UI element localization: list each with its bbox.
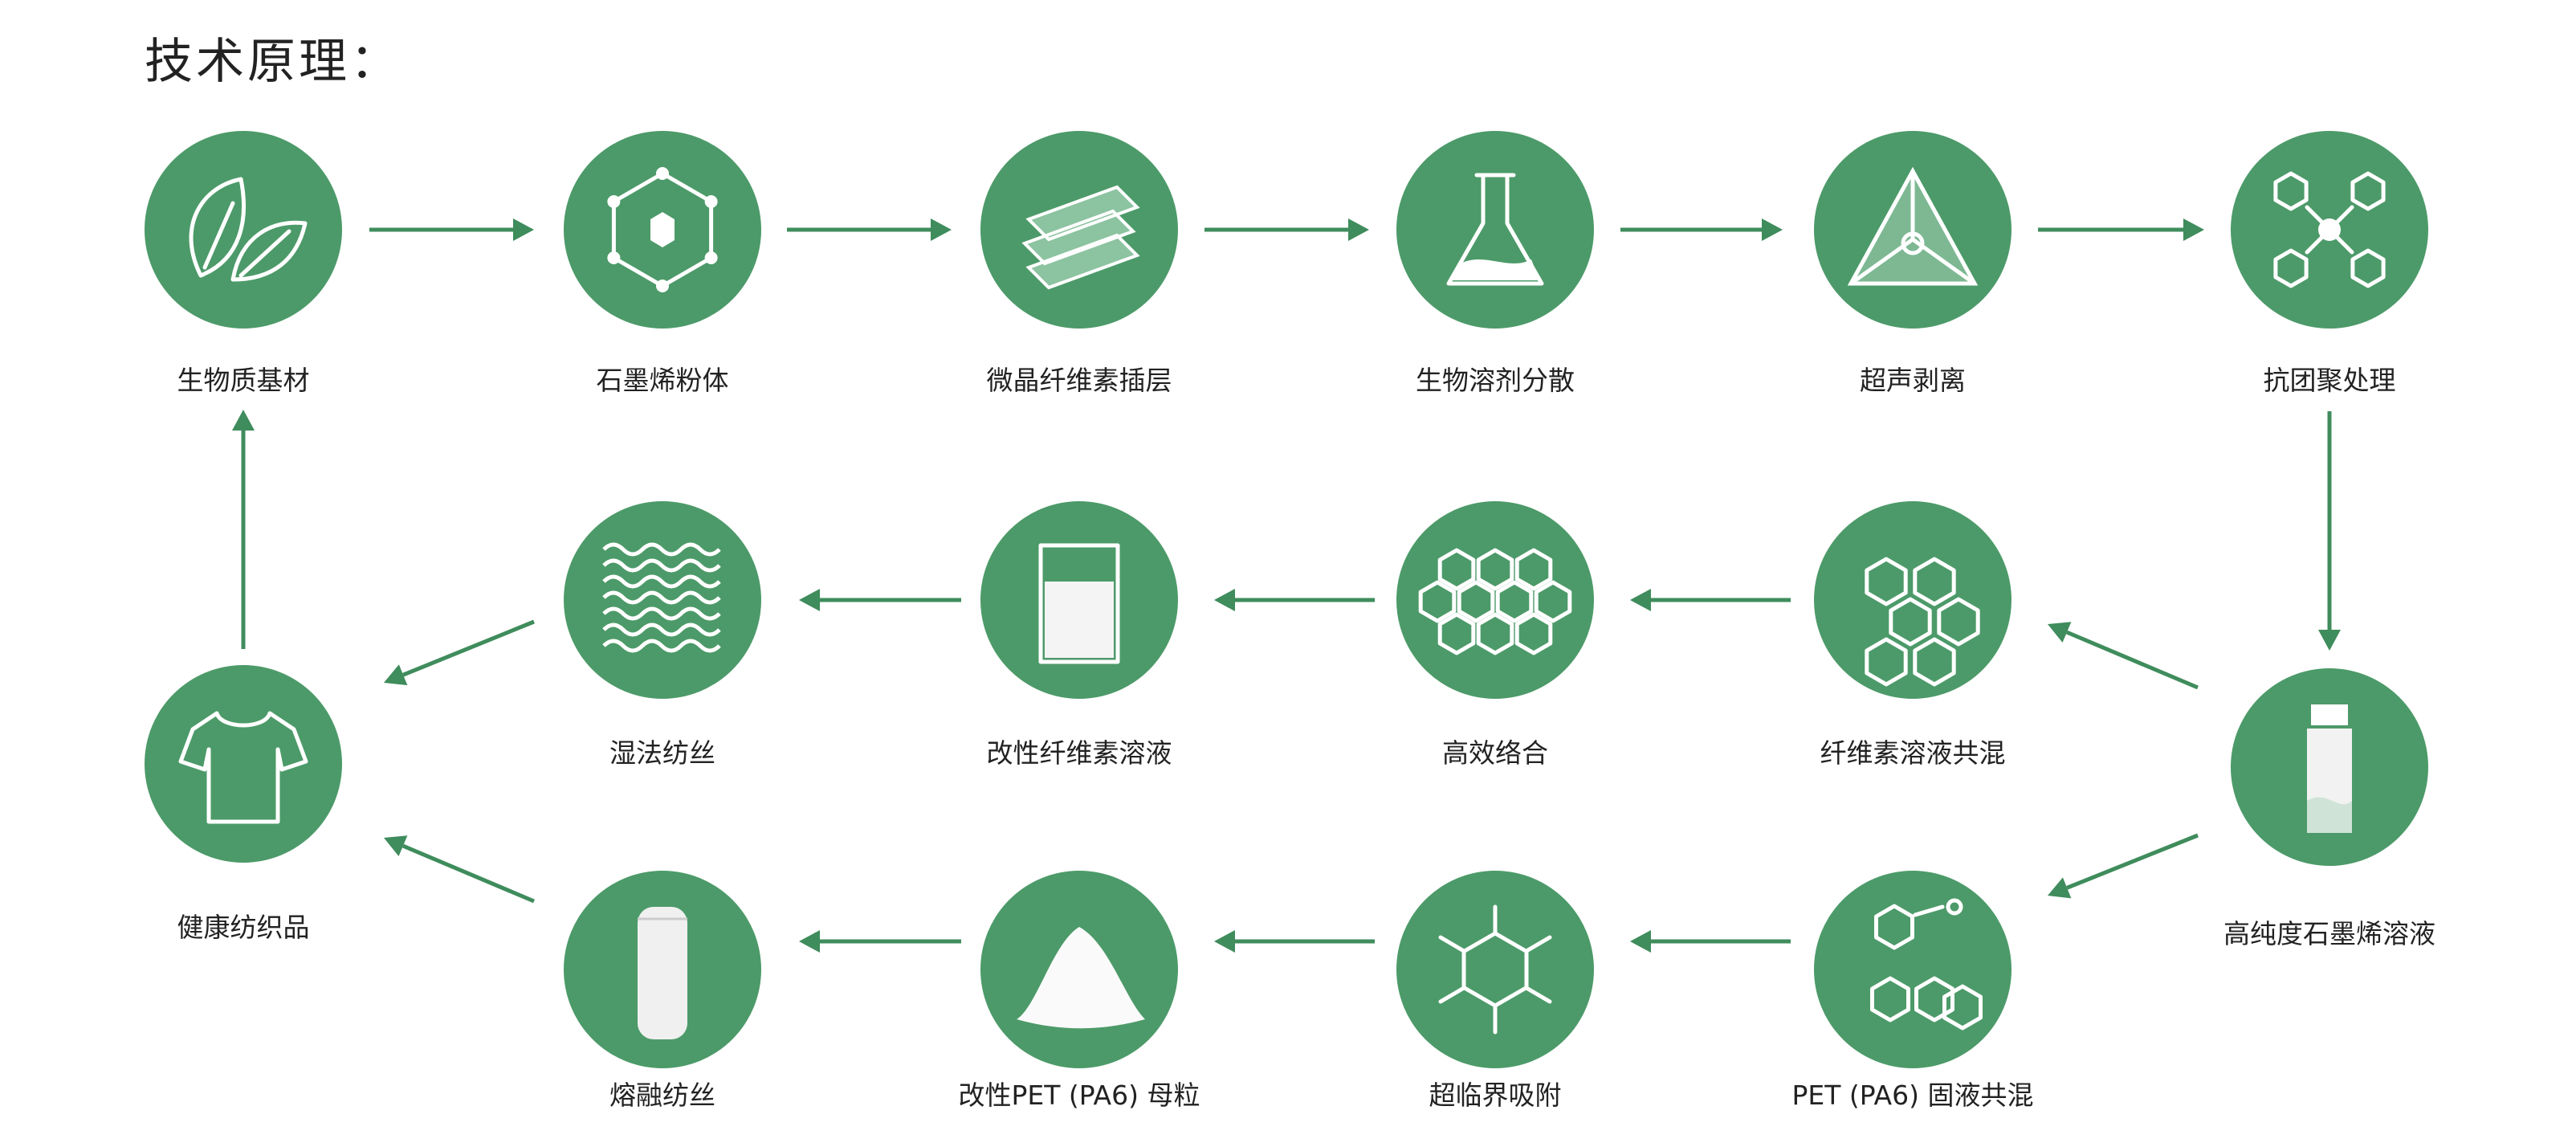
node-label-mcc: 微晶纤维素插层: [986, 365, 1172, 396]
node-label-graphite: 石墨烯粉体: [596, 365, 729, 396]
arrow-head-icon: [2048, 877, 2072, 899]
flow-arrow-line: [2066, 833, 2199, 890]
page-title: 技术原理：: [145, 34, 401, 90]
node-masterbatch: [980, 871, 1178, 1068]
molecule-icon: [2273, 171, 2386, 288]
node-label-antiagg: 抗团聚处理: [2263, 365, 2396, 396]
node-solution: [2231, 668, 2428, 866]
arrow-head-icon: [1214, 589, 1235, 611]
node-composite: [1396, 501, 1594, 699]
node-wetspin: [564, 501, 761, 699]
node-antiagg: [2231, 131, 2428, 329]
node-ultrasonic: [1814, 131, 2011, 329]
arrow-head-icon: [384, 835, 408, 857]
node-label-composite: 高效络合: [1442, 737, 1548, 769]
network-icon: [1865, 557, 1980, 687]
benzene-icon: [1438, 904, 1552, 1035]
flow-arrow-line: [2065, 630, 2199, 690]
node-label-biomass: 生物质基材: [177, 365, 310, 396]
node-blend: [1814, 501, 2011, 699]
node-biomass: [145, 131, 342, 329]
node-petblend: [1814, 871, 2011, 1068]
node-label-solution: 高纯度石墨烯溶液: [2223, 918, 2435, 949]
arrow-head-icon: [2183, 218, 2204, 241]
flow-arrow-line: [402, 619, 535, 677]
arrow-head-icon: [384, 664, 408, 686]
node-label-masterbatch: 改性PET (PA6) 母粒: [958, 1080, 1200, 1111]
arrow-head-icon: [1762, 218, 1783, 241]
arrow-head-icon: [2048, 622, 2072, 643]
node-label-solvent: 生物溶剂分散: [1416, 365, 1575, 396]
arrow-head-icon: [799, 930, 820, 953]
node-textile: [145, 665, 342, 863]
hexagon-icon: [607, 167, 718, 292]
arrow-head-icon: [513, 218, 534, 241]
arrow-head-icon: [232, 410, 255, 431]
leaf-icon: [189, 177, 308, 282]
node-label-ultrasonic: 超声剥离: [1860, 365, 1966, 396]
beaker-icon: [1038, 543, 1120, 664]
node-meltspin: [564, 871, 761, 1068]
node-label-blend: 纤维素溶液共混: [1820, 737, 2006, 769]
bottle-icon: [2307, 704, 2352, 833]
node-label-modsol: 改性纤维素溶液: [986, 737, 1172, 769]
honeycomb-icon: [1418, 548, 1572, 655]
node-label-meltspin: 熔融纺丝: [609, 1080, 715, 1111]
arrow-head-icon: [799, 589, 820, 611]
node-mcc: [980, 131, 1178, 329]
fiber-icon: [602, 542, 721, 653]
arrow-head-icon: [1214, 930, 1235, 953]
node-label-supercrit: 超临界吸附: [1429, 1080, 1562, 1111]
node-label-wetspin: 湿法纺丝: [609, 737, 715, 769]
arrow-head-icon: [1630, 930, 1651, 953]
arrow-head-icon: [1348, 218, 1369, 241]
arrow-head-icon: [931, 218, 952, 241]
flask-icon: [1446, 173, 1544, 286]
arrow-head-icon: [2318, 630, 2341, 651]
chemical-structure-icon: [1870, 898, 1983, 1031]
layers-icon: [1021, 185, 1140, 290]
triangle-icon: [1847, 166, 1979, 286]
node-supercrit: [1396, 871, 1594, 1068]
tshirt-icon: [178, 711, 308, 824]
flow-arrow-line: [401, 843, 535, 904]
powder-icon: [1017, 927, 1145, 1029]
node-modsol: [980, 501, 1178, 699]
arrow-head-icon: [1630, 589, 1651, 611]
node-solvent: [1396, 131, 1594, 329]
node-graphite: [564, 131, 761, 329]
node-label-petblend: PET (PA6) 固液共混: [1791, 1080, 2034, 1111]
node-label-textile: 健康纺织品: [177, 912, 310, 943]
yarn-spool-icon: [638, 907, 687, 1039]
